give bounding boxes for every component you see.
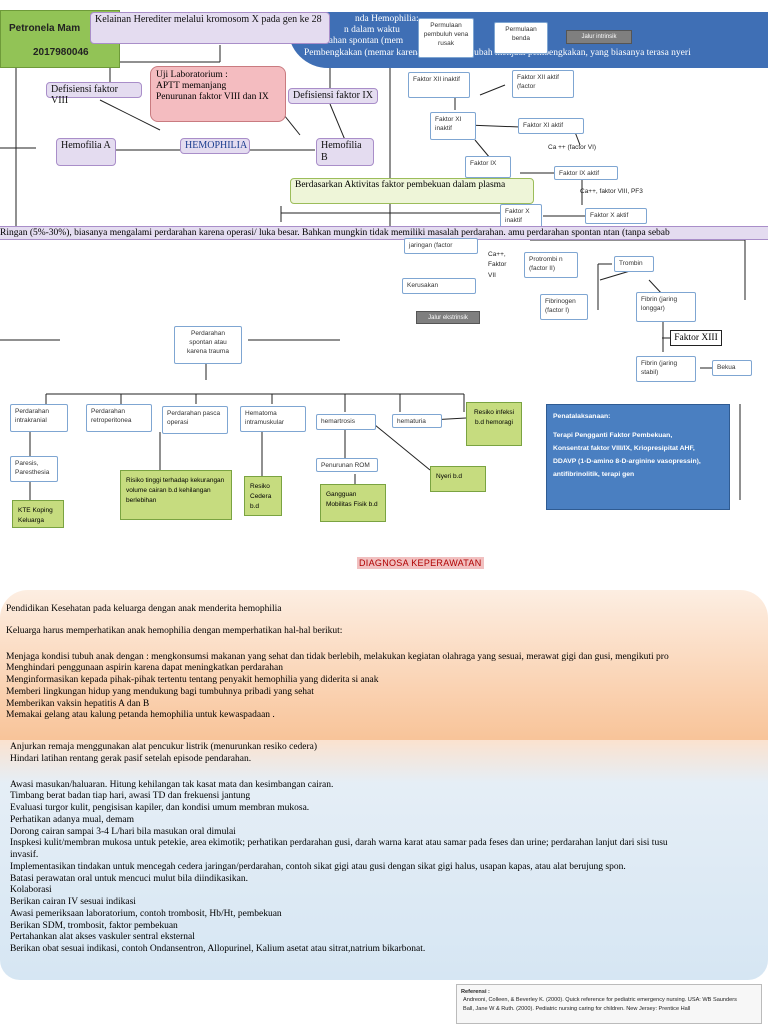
penatalaksanaan-line-4: antifibrinolitik, terapi gen: [553, 470, 635, 478]
hemofilia-a: Hemofilia A: [56, 138, 116, 166]
lab-line-1: APTT memanjang: [156, 80, 227, 91]
banner-line-1: nda Hemophilia:: [355, 14, 419, 24]
penatalaksanaan-line-3: DDAVP (1-D-amino 8-D-arginine vasopressi…: [553, 457, 701, 465]
referensi-line-2: Ball, Jane W & Ruth. (2000). Pediatric n…: [463, 1005, 691, 1012]
banner-line-2: n dalam waktu: [344, 25, 400, 36]
protrombin-box: Protrombi n (factor II): [524, 252, 578, 278]
ca-faktor-viii-pf3: Ca++, faktor VIII, PF3: [580, 188, 643, 195]
pendidikan-item: Memakai gelang atau kalung petanda hemop…: [6, 710, 275, 721]
faktor-x-inaktif: Faktor X inaktif: [500, 204, 542, 230]
pendidikan-item: Menghindari penggunaan aspirin karena da…: [6, 663, 283, 674]
kerusakan-box: Kerusakan: [402, 278, 476, 294]
defisiensi-ix: Defisiensi faktor IX: [288, 88, 378, 104]
perdarahan-intrakranial: Perdarahan intrakranial: [10, 404, 68, 432]
aktivitas-box: Berdasarkan Aktivitas faktor pembekuan d…: [290, 178, 534, 204]
fibrinogen-box: Fibrinogen (factor I): [540, 294, 588, 320]
hereditary-box: Kelainan Herediter melalui kromosom X pa…: [90, 12, 330, 44]
risiko-infeksi: Resiko infeksi b.d hemoragi: [466, 402, 522, 446]
ca-faktor-vii: Ca++, Faktor VII: [488, 251, 507, 279]
pendidikan-panel: Pendidikan Kesehatan pada keluarga denga…: [0, 590, 768, 746]
pendidikan-item: Memberi lingkungan hidup yang mendukung …: [6, 686, 314, 697]
jalur-ekstrinsik-badge: Jalur ekstrinsik: [416, 311, 480, 324]
intervensi-list: Awasi masukan/haluaran. Hitung kehilanga…: [10, 780, 758, 956]
benda-box: Permulaan benda: [494, 22, 548, 54]
gangguan-mobilitas: Gangguan Mobilitas Fisik b.d: [320, 484, 386, 522]
penatalaksanaan-panel: Penatalaksanaan: Terapi Pengganti Faktor…: [546, 404, 730, 510]
intervensi-item: Batasi perawatan oral untuk mencuci mulu…: [10, 873, 248, 884]
penatalaksanaan-line-2: Konsentrat faktor VIII/IX, Kriopresipita…: [553, 444, 695, 452]
ca-factor-vi: Ca ++ (factor VI): [548, 144, 597, 151]
faktor-xiii-box: Faktor XIII: [670, 330, 722, 346]
pembuluh-box: Permulaan pembuluh vena rusak: [418, 18, 474, 58]
intervensi-item: Pertahankan alat akses vaskuler sentral …: [10, 932, 195, 943]
faktor-xii-inaktif: Faktor XII inaktif: [408, 72, 470, 98]
intervensi-item: Inspkesi kulit/membran mukosa untuk pete…: [10, 838, 668, 849]
jaringan-box: jaringan (factor: [404, 238, 478, 254]
nyeri-box: Nyeri b.d: [430, 466, 486, 492]
lab-title: Uji Laboratorium :: [156, 70, 228, 80]
bekua-box: Bekua: [712, 360, 752, 376]
intervensi-item: Awasi pemeriksaan laboratorium, contoh t…: [10, 908, 282, 919]
intervensi-item: Implementasikan tindakan untuk mencegah …: [10, 861, 626, 872]
lab-line-2: Penurunan faktor VIII dan IX: [156, 91, 269, 102]
referensi-box: Referensi : Andreoni, Colleen, & Beverle…: [456, 984, 762, 1024]
intervensi-top-2: Hindari latihan rentang gerak pasif sete…: [10, 753, 252, 764]
hematuria: hematuria: [392, 414, 442, 428]
intervensi-item: Evaluasi turgor kulit, pengisisan kapile…: [10, 803, 310, 814]
pendidikan-item: Menjaga kondisi tubuh anak dengan : meng…: [6, 651, 669, 662]
hematoma-intramuskular: Hematoma intramuskular: [240, 406, 306, 432]
ktk-koping-keluarga: KTE Koping Keluarga: [12, 500, 64, 528]
perdarahan-spontan-box: Perdarahan spontan atau karena trauma: [174, 326, 242, 364]
intervensi-item: Kolaborasi: [10, 885, 52, 896]
intervensi-top-1: Anjurkan remaja menggunakan alat pencuku…: [10, 742, 318, 752]
faktor-ix: Faktor IX: [465, 156, 511, 178]
intervensi-panel: Anjurkan remaja menggunakan alat pencuku…: [0, 740, 768, 980]
referensi-title: Referensi :: [461, 989, 490, 995]
pendidikan-item: Menginformasikan kepada pihak-pihak tert…: [6, 675, 379, 686]
lab-box: Uji Laboratorium : APTT memanjang Penuru…: [150, 66, 286, 122]
faktor-xii-aktif: Faktor XII aktif (factor: [512, 70, 574, 98]
pendidikan-list: Menjaga kondisi tubuh anak dengan : meng…: [6, 652, 762, 723]
intervensi-item: Berikan SDM, trombosit, faktor pembekuan: [10, 920, 178, 931]
pendidikan-item: Memberikan vaksin hepatitis A dan B: [6, 698, 150, 709]
banner-line-3: Perdarahan spontan (mem: [304, 36, 404, 47]
penurunan-rom: Penurunan ROM: [316, 458, 378, 472]
intervensi-item: Berikan cairan IV sesuai indikasi: [10, 897, 136, 908]
intervensi-item: invasif.: [10, 850, 39, 861]
trombin-box: Trombin: [614, 256, 654, 272]
faktor-xi-inaktif: Faktor XI inaktif: [430, 112, 476, 140]
author-nim: 2017980046: [33, 47, 89, 58]
faktor-xi-aktif: Faktor XI aktif: [518, 118, 584, 134]
author-name: Petronela Mam: [9, 23, 81, 34]
defisiensi-viii: Defisiensi faktor VIII: [46, 82, 142, 106]
intervensi-item: Perhatikan adanya mual, demam: [10, 814, 134, 825]
paresis-box: Paresis, Paresthesia: [10, 456, 58, 482]
penatalaksanaan-title: Penatalaksanaan:: [553, 413, 611, 420]
fibrin-stabil-box: Fibrin (jaring stabil): [636, 356, 696, 382]
pendidikan-title: Pendidikan Kesehatan pada keluarga denga…: [6, 604, 282, 614]
hemartrosis: hemartrosis: [316, 414, 376, 430]
risiko-volume-cairan: Risiko tinggi terhadap kekurangan volume…: [120, 470, 232, 520]
intervensi-item: Dorong cairan sampai 3-4 L/hari bila mas…: [10, 826, 236, 837]
diagnosa-title: DIAGNOSA KEPERAWATAN: [357, 557, 484, 569]
jalur-intrinsik-badge: Jalur intrinsik: [566, 30, 632, 44]
ringan-bar: Ringan (5%-30%), biasanya mengalami perd…: [0, 226, 768, 240]
intervensi-item: Berikan obat sesuai indikasi, contoh Ond…: [10, 944, 426, 955]
faktor-x-aktif: Faktor X aktif: [585, 208, 647, 224]
pendidikan-intro: Keluarga harus memperhatikan anak hemoph…: [6, 625, 343, 636]
penatalaksanaan-line-1: Terapi Pengganti Faktor Pembekuan,: [553, 431, 673, 439]
perdarahan-retroperitonea: Perdarahan retroperitonea: [86, 404, 152, 432]
hemofilia-b: Hemofilia B: [316, 138, 374, 166]
fibrin-longgar-box: Fibrin (jaring longgar): [636, 292, 696, 322]
intervensi-item: Awasi masukan/haluaran. Hitung kehilanga…: [10, 779, 334, 790]
faktor-ix-aktif: Faktor IX aktif: [554, 166, 618, 180]
referensi-line-1: Andreoni, Colleen, & Beverley K. (2000).…: [463, 997, 737, 1004]
intervensi-item: Timbang berat badan tiap hari, awasi TD …: [10, 791, 251, 802]
hemofilia-title: HEMOPHILIA: [180, 138, 250, 154]
perdarahan-pasca-operasi: Perdarahan pasca operasi: [162, 406, 228, 434]
risiko-cedera: Resiko Cedera b.d: [244, 476, 282, 516]
